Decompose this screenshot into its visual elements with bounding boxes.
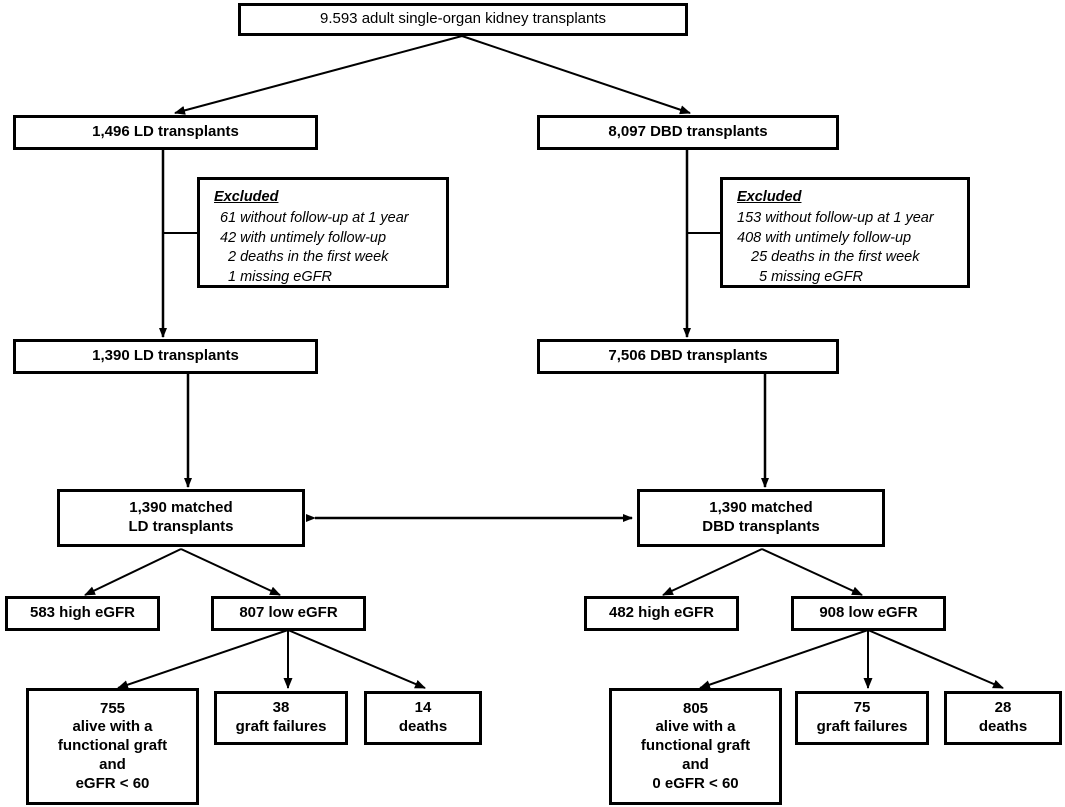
excluded-dbd-line-1: 153 without follow-up at 1 year bbox=[737, 210, 934, 227]
edge-ld-matched-to-high bbox=[84, 548, 182, 596]
node-ld-alive-line1: 755 bbox=[99, 699, 126, 717]
edge-ld-low-to-alive bbox=[117, 629, 289, 690]
node-dbd-deaths-line2: deaths bbox=[978, 718, 1028, 735]
excluded-ld-line-4: 1 missing eGFR bbox=[228, 268, 332, 285]
node-dbd-low-egfr-label: 908 low eGFR bbox=[819, 604, 918, 622]
node-dbd-matched[interactable]: 1,390 matched DBD transplants bbox=[637, 489, 885, 547]
edge-ld-matched-to-low bbox=[180, 548, 281, 596]
node-dbd-initial[interactable]: 8,097 DBD transplants bbox=[537, 115, 839, 150]
excluded-ld-line-3: 2 deaths in the first week bbox=[228, 249, 389, 266]
node-ld-initial-label: 1,496 LD transplants bbox=[92, 123, 239, 141]
excluded-box-dbd[interactable]: Excluded 153 without follow-up at 1 year… bbox=[720, 177, 970, 288]
edge-root-to-dbd bbox=[461, 35, 691, 115]
node-ld-alive-line4: and bbox=[99, 755, 126, 773]
edge-dbd-matched-to-high bbox=[662, 548, 763, 596]
excluded-ld-title: Excluded bbox=[214, 189, 279, 205]
node-dbd-high-egfr[interactable]: 482 high eGFR bbox=[584, 596, 739, 631]
node-ld-initial[interactable]: 1,496 LD transplants bbox=[13, 115, 318, 150]
node-ld-failures-line1: 38 bbox=[272, 699, 290, 717]
node-ld-high-egfr-label: 583 high eGFR bbox=[29, 604, 136, 622]
node-ld-low-egfr-label: 807 low eGFR bbox=[239, 604, 338, 622]
edge-dbd-low-to-alive bbox=[699, 629, 869, 689]
node-dbd-low-egfr[interactable]: 908 low eGFR bbox=[791, 596, 946, 631]
node-dbd-after-label: 7,506 DBD transplants bbox=[608, 347, 768, 365]
node-root-label: 9.593 adult single-organ kidney transpla… bbox=[319, 10, 607, 28]
node-ld-deaths[interactable]: 14 deaths bbox=[364, 691, 482, 745]
node-ld-graft-failures[interactable]: 38 graft failures bbox=[214, 691, 348, 745]
node-dbd-matched-line1: 1,390 matched bbox=[709, 499, 813, 517]
node-dbd-high-egfr-label: 482 high eGFR bbox=[608, 604, 715, 622]
node-dbd-failures-line1: 75 bbox=[853, 699, 871, 717]
node-ld-failures-line2: graft failures bbox=[235, 718, 327, 735]
node-ld-matched-line1: 1,390 matched bbox=[129, 499, 233, 517]
node-dbd-alive-line5: 0 eGFR < 60 bbox=[652, 774, 739, 792]
edge-dbd-low-to-deaths bbox=[867, 629, 1004, 689]
node-dbd-alive-line3: functional graft bbox=[640, 737, 751, 755]
node-ld-alive-line2: alive with a bbox=[72, 718, 153, 736]
excluded-ld-line-1: 61 without follow-up at 1 year bbox=[220, 210, 409, 227]
excluded-dbd-line-3: 25 deaths in the first week bbox=[751, 249, 920, 266]
edge-ld-low-to-deaths bbox=[287, 629, 426, 689]
node-ld-matched-line2: LD transplants bbox=[128, 518, 234, 535]
node-ld-deaths-line1: 14 bbox=[414, 699, 432, 717]
node-dbd-alive-line2: alive with a bbox=[655, 718, 736, 736]
node-ld-after-exclusions[interactable]: 1,390 LD transplants bbox=[13, 339, 318, 374]
edge-root-to-ld bbox=[174, 35, 463, 115]
node-dbd-alive-line1: 805 bbox=[682, 699, 709, 717]
excluded-dbd-line-2: 408 with untimely follow-up bbox=[737, 229, 912, 246]
node-ld-after-label: 1,390 LD transplants bbox=[92, 347, 239, 365]
node-ld-low-egfr[interactable]: 807 low eGFR bbox=[211, 596, 366, 631]
node-ld-high-egfr[interactable]: 583 high eGFR bbox=[5, 596, 160, 631]
node-dbd-initial-label: 8,097 DBD transplants bbox=[608, 123, 768, 141]
edge-dbd-matched-to-low bbox=[761, 548, 863, 596]
excluded-dbd-title: Excluded bbox=[737, 189, 802, 205]
excluded-dbd-line-4: 5 missing eGFR bbox=[759, 268, 863, 285]
node-dbd-deaths[interactable]: 28 deaths bbox=[944, 691, 1062, 745]
node-dbd-deaths-line1: 28 bbox=[994, 699, 1012, 717]
node-ld-alive-line5: eGFR < 60 bbox=[75, 774, 150, 792]
node-root[interactable]: 9.593 adult single-organ kidney transpla… bbox=[238, 3, 688, 36]
node-dbd-failures-line2: graft failures bbox=[816, 718, 908, 735]
node-ld-alive-functional-graft[interactable]: 755 alive with a functional graft and eG… bbox=[26, 688, 199, 805]
node-dbd-matched-line2: DBD transplants bbox=[702, 518, 820, 535]
excluded-ld-line-2: 42 with untimely follow-up bbox=[220, 229, 387, 246]
node-dbd-alive-functional-graft[interactable]: 805 alive with a functional graft and 0 … bbox=[609, 688, 782, 805]
node-ld-matched[interactable]: 1,390 matched LD transplants bbox=[57, 489, 305, 547]
node-dbd-alive-line4: and bbox=[682, 755, 709, 773]
node-ld-deaths-line2: deaths bbox=[398, 718, 448, 735]
excluded-box-ld[interactable]: Excluded 61 without follow-up at 1 year … bbox=[197, 177, 449, 288]
node-ld-alive-line3: functional graft bbox=[57, 737, 168, 755]
node-dbd-after-exclusions[interactable]: 7,506 DBD transplants bbox=[537, 339, 839, 374]
node-dbd-graft-failures[interactable]: 75 graft failures bbox=[795, 691, 929, 745]
